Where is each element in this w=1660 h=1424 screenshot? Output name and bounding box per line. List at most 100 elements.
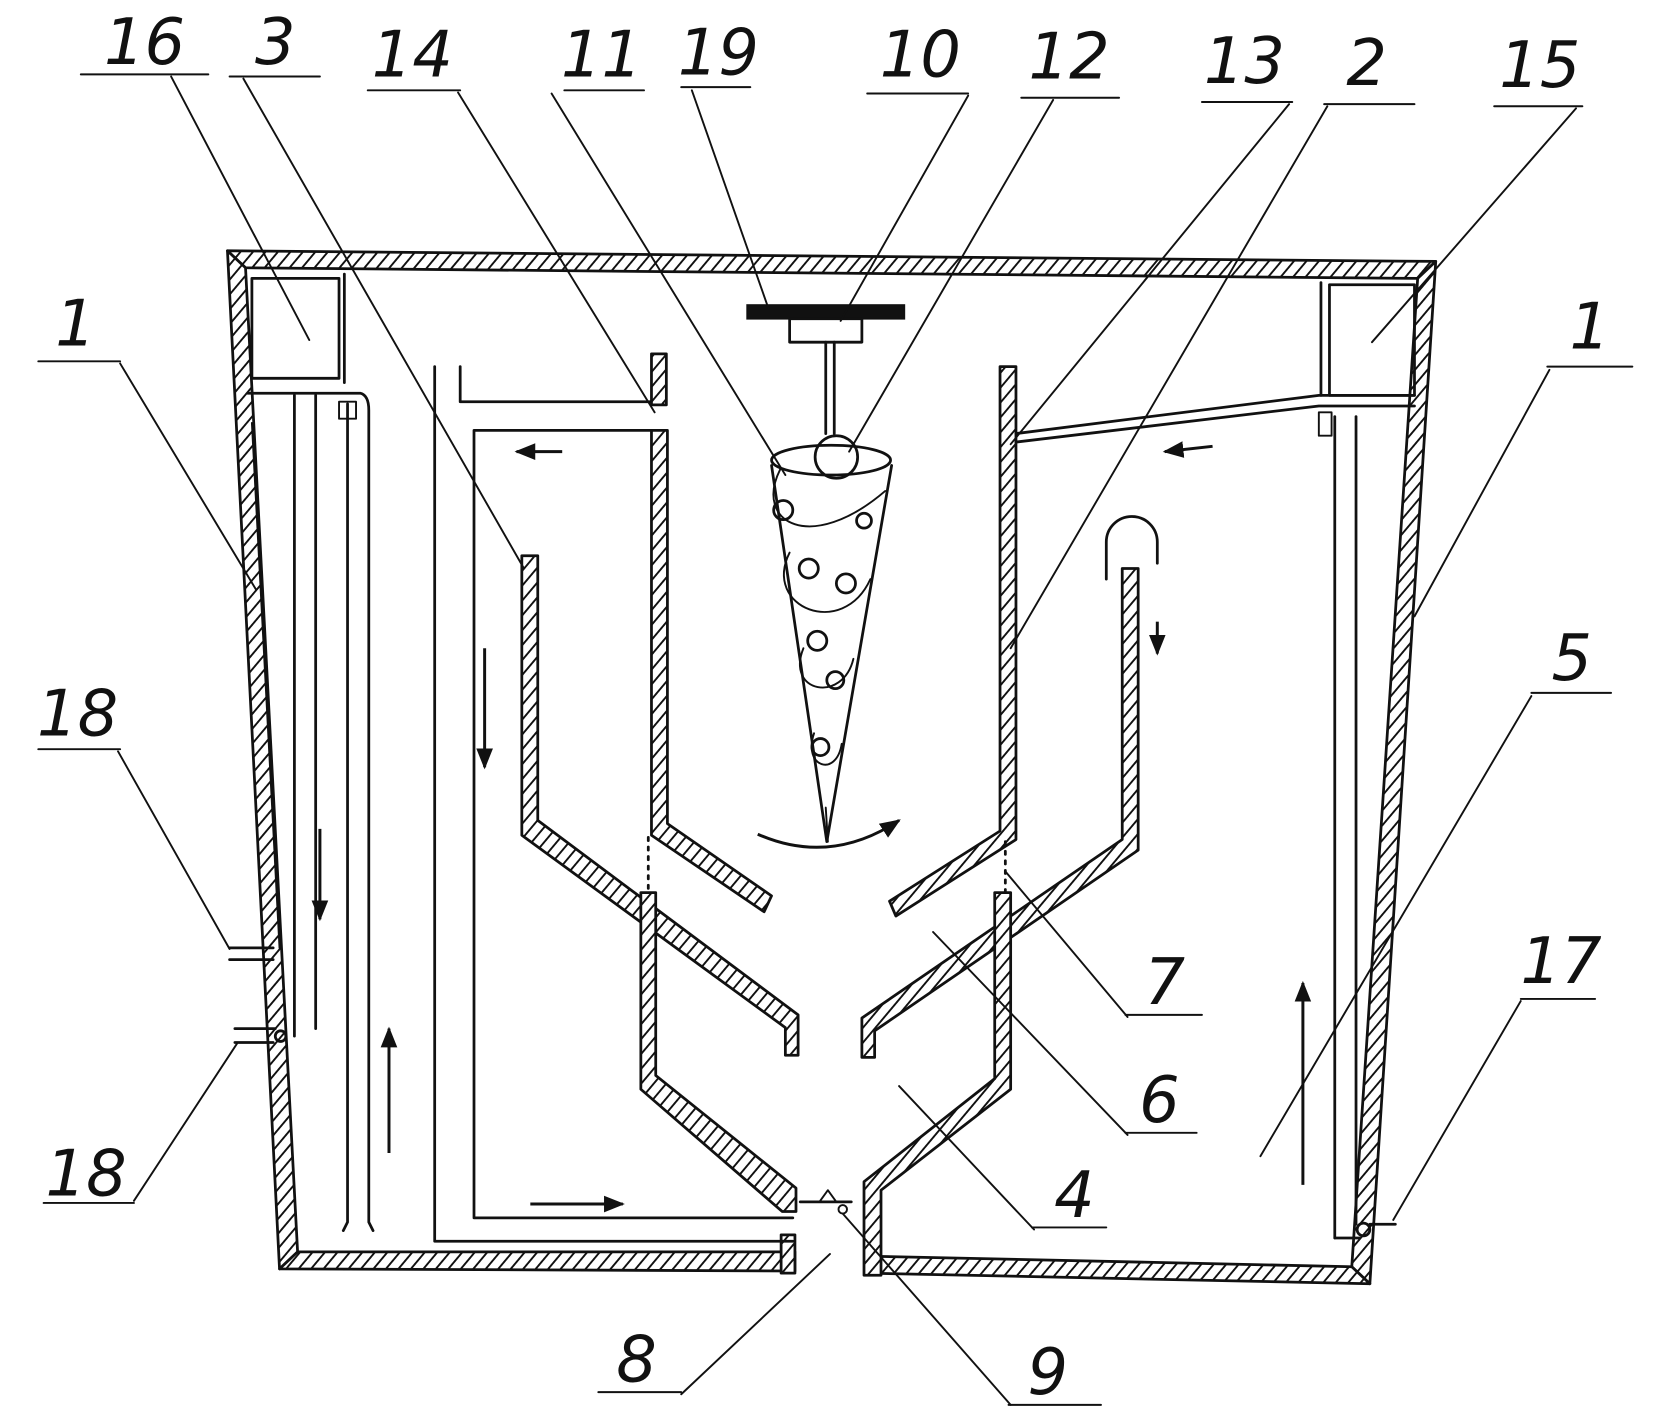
- tank-shell: [226, 249, 1438, 1286]
- flow-arrows: [311, 441, 1312, 1213]
- callout-label: 13: [1204, 25, 1285, 99]
- callout-leader: [1009, 103, 1291, 446]
- left-inner-wall-upper: [650, 429, 773, 914]
- callout-label: 15: [1499, 29, 1580, 103]
- callout-leader: [550, 92, 787, 476]
- callout-label: 17: [1521, 925, 1602, 999]
- callout-label: 14: [372, 19, 453, 93]
- cone-tip-line: [824, 806, 829, 843]
- inlet-pipe-lower-joint: [273, 1029, 288, 1043]
- callout-leader: [119, 362, 258, 591]
- right-pipe-fitting: [1317, 411, 1333, 437]
- callout-leader: [1371, 107, 1577, 344]
- inner-walls: [520, 352, 1159, 1277]
- callout-leader: [690, 89, 770, 310]
- spiral-blade-3: [799, 647, 855, 689]
- inlet-pipe-lower: [233, 1027, 277, 1044]
- callout-label: 16: [104, 6, 185, 80]
- callout-label: 18: [37, 677, 118, 751]
- left-pipe-assembly: [228, 272, 375, 1232]
- right-pipe-assembly: [1014, 281, 1416, 1240]
- cone-hole: [806, 629, 829, 652]
- outlet-pipe-17-joint: [1355, 1221, 1372, 1238]
- right-box-15: [1328, 283, 1416, 397]
- central-rotor: [746, 304, 906, 849]
- tank-top-wall: [226, 249, 1438, 280]
- callout-leader: [457, 91, 656, 414]
- spiral-cone-11: [770, 464, 894, 844]
- callouts-right: 1 5 7 6 4 17: [898, 291, 1634, 1233]
- callout-leader: [848, 98, 1055, 453]
- callout-label: 12: [1029, 21, 1110, 95]
- callout-leader: [1413, 368, 1551, 618]
- callout-leader: [680, 1253, 831, 1396]
- left-channel-outer-line: [433, 365, 795, 1243]
- cone-hole: [797, 557, 820, 580]
- callout-leader: [1259, 695, 1533, 1158]
- rotor-shaft: [824, 340, 836, 435]
- callouts-left: 1 18 18: [37, 287, 258, 1212]
- tank-right-wall: [1350, 260, 1438, 1286]
- outlet-valve-9: [798, 1189, 853, 1215]
- right-channel-top-arrow: [1162, 441, 1213, 458]
- left-inner-wall-top-stub: [650, 352, 668, 407]
- cone-hole: [825, 670, 846, 691]
- left-baffle: [520, 554, 800, 1057]
- left-box-16: [250, 277, 341, 380]
- spiral-blade-2: [783, 551, 872, 613]
- callout-leader: [932, 931, 1129, 1136]
- callout-label: 2: [1346, 27, 1387, 101]
- right-return-bend: [1104, 515, 1159, 581]
- left-channel-inner-line: [472, 429, 795, 1220]
- callouts-bottom: 8 9: [597, 1212, 1102, 1410]
- left-flow-channel: [433, 365, 795, 1243]
- callout-label: 6: [1139, 1064, 1180, 1138]
- right-sloped-channel-bottom: [1014, 404, 1416, 444]
- callout-leader: [170, 75, 311, 342]
- left-pipe-fitting: [338, 400, 357, 420]
- right-baffle: [860, 567, 1140, 1059]
- callout-leader: [132, 1042, 238, 1202]
- callout-label: 19: [678, 16, 759, 90]
- left-wall-inner-line: [250, 421, 281, 949]
- callout-leader: [1009, 105, 1329, 650]
- left-lower-funnel-wall: [639, 891, 798, 1213]
- left-channel-top-cap: [458, 365, 653, 404]
- callout-leader: [898, 1085, 1035, 1231]
- motor-mount-bracket-19: [746, 304, 906, 320]
- spiral-blade-4: [810, 732, 843, 766]
- callout-leader: [242, 77, 525, 570]
- cone-hole: [834, 572, 857, 595]
- right-lower-funnel-wall: [862, 891, 1013, 1277]
- callout-label: 9: [1028, 1336, 1069, 1410]
- callout-leader: [839, 94, 970, 322]
- callout-label: 1: [1570, 291, 1611, 365]
- spiral-blade-1: [772, 468, 887, 528]
- callout-label: 1: [55, 287, 96, 361]
- spiral-cone-rim: [770, 443, 892, 477]
- cone-hole: [772, 499, 795, 522]
- tank-left-wall: [226, 249, 299, 1271]
- callouts-top: 16 3 14 11 19 10 12 13 2 15: [79, 6, 1584, 650]
- cone-hole: [855, 511, 873, 530]
- tank-bottom-wall-right: [863, 1254, 1372, 1286]
- callout-label: 18: [46, 1138, 127, 1212]
- cone-hole: [810, 737, 831, 757]
- right-inner-wall-upper: [888, 365, 1018, 918]
- left-inner-pipe-line: [341, 402, 349, 1232]
- rotation-arrow: [757, 819, 901, 849]
- cone-hub-ball-12: [813, 434, 860, 480]
- callout-label: 8: [616, 1323, 657, 1397]
- callout-label: 10: [880, 19, 961, 93]
- outlet-left-post: [779, 1233, 797, 1275]
- valve-body: [837, 1204, 848, 1215]
- inlet-pipe-upper: [228, 946, 275, 961]
- callout-leader: [117, 750, 231, 950]
- left-outer-pipe-line: [246, 391, 375, 1232]
- callout-label: 3: [255, 6, 296, 80]
- callout-label: 5: [1551, 622, 1592, 696]
- callout-label: 11: [561, 19, 642, 93]
- motor-block-10: [788, 317, 864, 344]
- tank-bottom-wall-left: [278, 1250, 797, 1273]
